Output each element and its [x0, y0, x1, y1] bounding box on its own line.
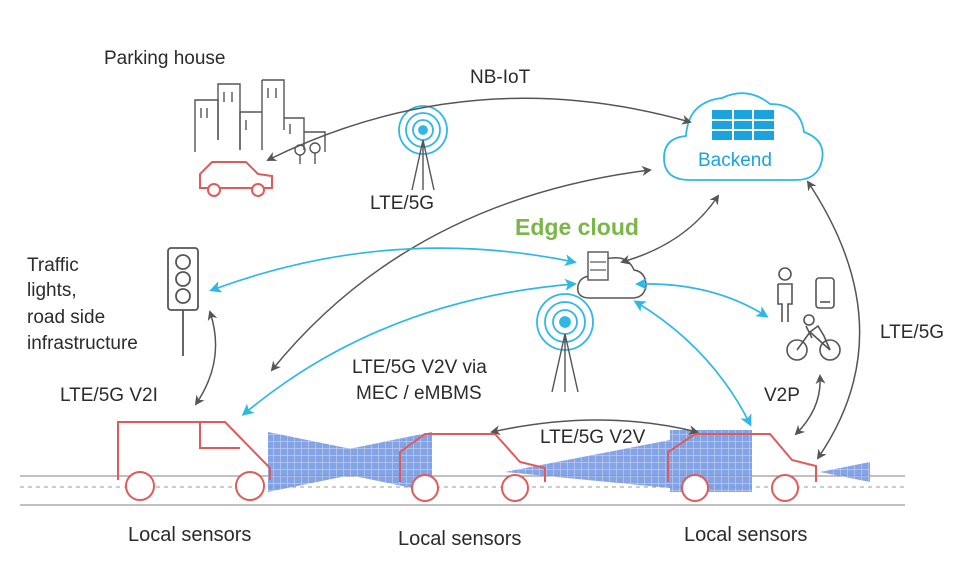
parked-car [199, 161, 273, 197]
car-vehicle-right [667, 433, 817, 502]
sensor-cone-car3-front [820, 462, 870, 482]
edge-server-icon [587, 251, 609, 281]
cell-tower-icon-top [398, 105, 448, 191]
backend-label: Backend [698, 150, 772, 171]
v2v-label: LTE/5G V2V [540, 427, 646, 448]
traffic-label-line3: road side [27, 307, 106, 328]
edge-to-traffic-arrow [209, 247, 577, 293]
backend-to-edge-arrow [620, 194, 720, 265]
lte-label-top: LTE/5G [370, 193, 435, 214]
edge-to-van-arrow [241, 278, 577, 416]
pedestrian-icon [777, 267, 793, 322]
van-vehicle [117, 421, 271, 501]
cyan-link-arrows [209, 247, 769, 427]
sensor-cone-car2-rear [285, 432, 432, 492]
traffic-label-line1: Traffic [27, 255, 79, 276]
backend-to-car-arrow [806, 180, 861, 460]
traffic-light-icon [167, 247, 199, 356]
edge-to-car-arrow [633, 300, 752, 427]
v2v-mec-label-line2: MEC / eMBMS [356, 383, 482, 404]
traffic-label-line2: lights, [27, 280, 77, 301]
sensor-cones [268, 430, 870, 492]
server-grid-icon [712, 110, 774, 140]
edge-cloud-icon [577, 251, 647, 299]
edge-to-pedestrian-arrow [635, 277, 769, 318]
v2v-arrow [490, 419, 699, 436]
v2p-label: V2P [764, 385, 800, 406]
cell-tower-icon-middle [536, 293, 594, 393]
sensor-cone-car3-rear [505, 440, 670, 488]
local-sensors-label-right: Local sensors [684, 524, 808, 546]
edge-cloud-label: Edge cloud [515, 214, 639, 240]
smartphone-icon [815, 277, 835, 309]
v2i-label: LTE/5G V2I [60, 385, 158, 406]
cyclist-icon [786, 314, 841, 361]
city-buildings-icon [194, 79, 326, 164]
traffic-label-line4: infrastructure [27, 333, 138, 354]
nb-iot-label: NB-IoT [470, 67, 531, 88]
road [20, 475, 905, 506]
nb-iot-arrow [266, 97, 692, 161]
parking-house-label: Parking house [104, 48, 226, 69]
v2v-mec-label-line1: LTE/5G V2V via [352, 357, 487, 378]
local-sensors-label-middle: Local sensors [398, 528, 522, 550]
lte-label-right: LTE/5G [880, 322, 945, 343]
backend-cloud-icon [663, 92, 824, 181]
v2i-arrow [194, 310, 218, 406]
local-sensors-label-left: Local sensors [128, 524, 252, 546]
